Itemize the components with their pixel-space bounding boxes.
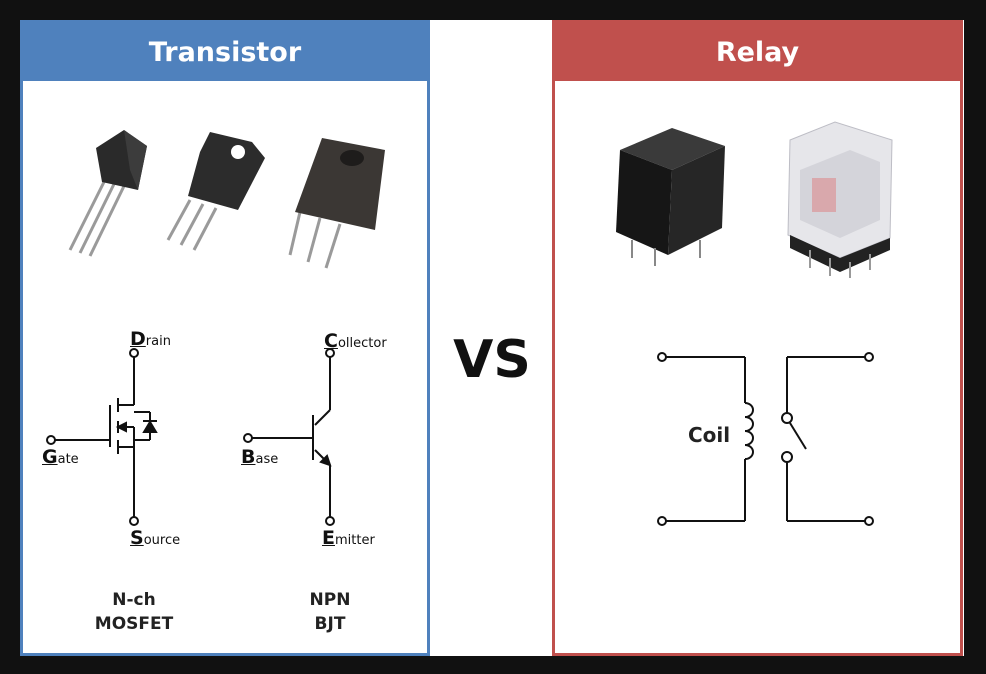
to92-transistor-photo bbox=[68, 130, 147, 257]
mosfet-caption: N-ch MOSFET bbox=[74, 588, 194, 636]
mosfet-gate-label: Gate bbox=[42, 446, 79, 468]
transistor-header: Transistor bbox=[23, 23, 427, 81]
relay-header: Relay bbox=[555, 23, 960, 81]
bjt-emitter-label: Emitter bbox=[322, 527, 375, 549]
relay-panel: Relay bbox=[552, 20, 963, 656]
relay-title: Relay bbox=[715, 36, 800, 68]
transistor-panel: Transistor bbox=[20, 20, 430, 656]
bjt-caption-line2: BJT bbox=[314, 614, 346, 634]
mosfet-caption-line1: N-ch bbox=[112, 590, 156, 610]
mosfet-drain-label: Drain bbox=[130, 328, 171, 350]
to247-transistor-photo bbox=[288, 138, 385, 269]
mosfet-source-label: Source bbox=[130, 527, 181, 549]
transistor-title: Transistor bbox=[148, 36, 302, 68]
to220-transistor-photo bbox=[166, 132, 265, 251]
relay-cube-photo bbox=[616, 128, 725, 266]
relay-symbol bbox=[657, 352, 874, 526]
mosfet-symbol bbox=[46, 348, 158, 526]
relay-clear-photo bbox=[787, 121, 893, 278]
mosfet-caption-line2: MOSFET bbox=[94, 614, 174, 634]
bjt-caption: NPN BJT bbox=[280, 588, 380, 636]
vs-label: VS bbox=[453, 330, 531, 390]
coil-label: Coil bbox=[688, 423, 731, 447]
bjt-caption-line1: NPN bbox=[309, 590, 351, 610]
bjt-symbol bbox=[243, 348, 335, 526]
bjt-base-label: Base bbox=[241, 446, 279, 468]
bjt-collector-label: Collector bbox=[324, 330, 387, 352]
